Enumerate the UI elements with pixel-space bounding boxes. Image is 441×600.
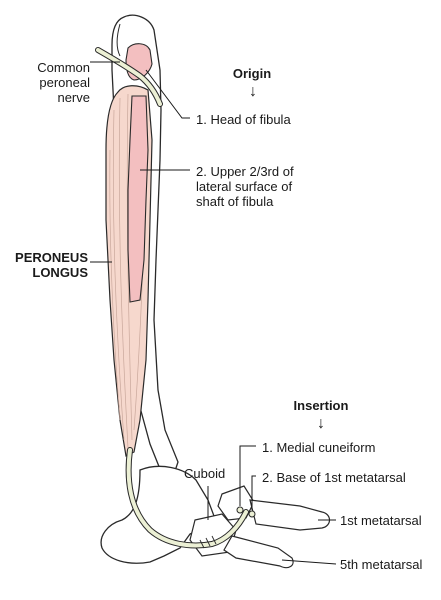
label-fifth-metatarsal: 5th metatarsal: [340, 557, 423, 572]
leader-lines: [90, 61, 337, 565]
cuboid-groove: [199, 535, 217, 549]
label-upper-lateral-surface: 2. Upper 2/3rd of lateral surface of sha…: [196, 164, 294, 209]
ankle-bones: [100, 465, 215, 564]
insertion-first-metatarsal-base: [248, 510, 256, 518]
label-medial-cuneiform: 1. Medial cuneiform: [262, 440, 376, 455]
label-first-metatarsal: 1st metatarsal: [340, 513, 422, 528]
origin-shaft-of-fibula: [127, 95, 149, 303]
insertion-heading: Insertion: [293, 398, 349, 413]
label-head-of-fibula: 1. Head of fibula: [196, 112, 291, 127]
first-metatarsal-bone: [249, 499, 331, 531]
insertion-medial-cuneiform: [236, 506, 244, 514]
fibula-head-outline: [116, 23, 121, 57]
label-muscle-name: PERONEUS LONGUS: [15, 250, 88, 280]
fifth-metatarsal-bone: [223, 535, 294, 569]
insertion-arrow: ↓: [317, 415, 325, 432]
origin-arrow: ↓: [249, 83, 257, 100]
label-base-first-metatarsal: 2. Base of 1st metatarsal: [262, 470, 406, 485]
origin-heading: Origin: [232, 66, 272, 81]
label-common-peroneal-nerve: Common peroneal nerve: [37, 60, 90, 105]
label-cuboid: Cuboid: [184, 466, 226, 481]
